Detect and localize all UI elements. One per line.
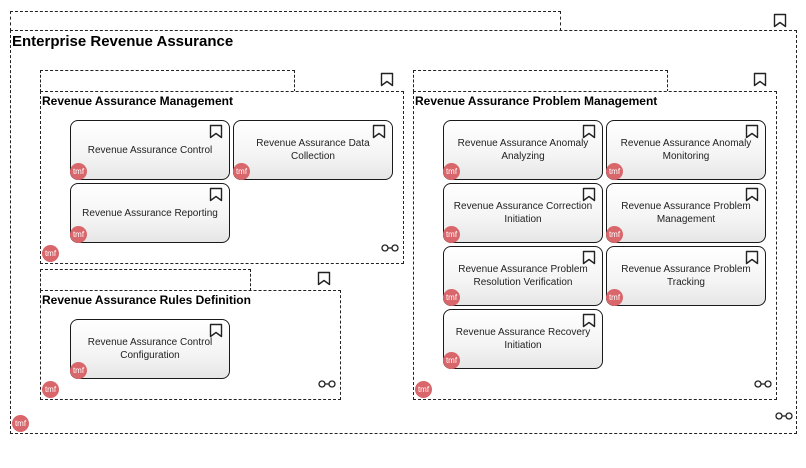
bookmark-icon [582, 187, 596, 207]
tmf-badge: tmf [233, 163, 250, 180]
problem-group-title: Revenue Assurance Problem Management [415, 94, 658, 108]
function-label: Revenue Assurance Reporting [82, 207, 218, 219]
bookmark-icon [372, 124, 386, 144]
function-control-configuration[interactable]: Revenue Assurance Control Configuration … [70, 319, 230, 379]
function-label: Revenue Assurance Anomaly Analyzing [457, 138, 589, 162]
function-control[interactable]: Revenue Assurance Control tmf [70, 120, 230, 180]
tmf-badge: tmf [42, 381, 59, 398]
tmf-badge: tmf [443, 352, 460, 369]
function-label: Revenue Assurance Recovery Initiation [455, 327, 591, 351]
rules-group-title: Revenue Assurance Rules Definition [42, 293, 251, 307]
bookmark-icon [317, 271, 331, 291]
function-recovery-initiation[interactable]: Revenue Assurance Recovery Initiation tm… [443, 309, 603, 369]
function-label: Revenue Assurance Anomaly Monitoring [620, 138, 752, 162]
function-problem-tracking[interactable]: Revenue Assurance Problem Tracking tmf [606, 246, 766, 306]
tmf-badge: tmf [443, 289, 460, 306]
function-label: Revenue Assurance Data Collection [256, 138, 370, 162]
enterprise-group-title: Enterprise Revenue Assurance [12, 33, 234, 50]
bookmark-icon [582, 124, 596, 144]
chain-link-icon [775, 407, 793, 425]
tmf-badge: tmf [606, 226, 623, 243]
tmf-badge: tmf [606, 163, 623, 180]
bookmark-icon [209, 323, 223, 343]
tmf-badge: tmf [415, 381, 432, 398]
function-label: Revenue Assurance Problem Tracking [621, 264, 751, 288]
tmf-badge: tmf [443, 163, 460, 180]
bookmark-icon [582, 313, 596, 333]
rules-group-tab [40, 269, 251, 291]
function-label: Revenue Assurance Control Configuration [87, 337, 213, 361]
function-anomaly-monitoring[interactable]: Revenue Assurance Anomaly Monitoring tmf [606, 120, 766, 180]
chain-link-icon [381, 239, 399, 257]
tmf-badge: tmf [443, 226, 460, 243]
function-problem-resolution-verification[interactable]: Revenue Assurance Problem Resolution Ver… [443, 246, 603, 306]
bookmark-icon [745, 187, 759, 207]
function-data-collection[interactable]: Revenue Assurance Data Collection tmf [233, 120, 393, 180]
management-group-title: Revenue Assurance Management [42, 94, 233, 108]
management-group-tab [40, 70, 295, 92]
function-problem-management[interactable]: Revenue Assurance Problem Management tmf [606, 183, 766, 243]
bookmark-icon [209, 187, 223, 207]
function-correction-initiation[interactable]: Revenue Assurance Correction Initiation … [443, 183, 603, 243]
bookmark-icon [380, 72, 394, 92]
tmf-badge: tmf [70, 163, 87, 180]
bookmark-icon [773, 13, 787, 33]
bookmark-icon [753, 72, 767, 92]
bookmark-icon [745, 124, 759, 144]
function-label: Revenue Assurance Problem Resolution Ver… [458, 264, 588, 288]
problem-group-tab [413, 70, 668, 92]
function-reporting[interactable]: Revenue Assurance Reporting tmf [70, 183, 230, 243]
bookmark-icon [745, 250, 759, 270]
tmf-badge: tmf [12, 415, 29, 432]
bookmark-icon [582, 250, 596, 270]
function-label: Revenue Assurance Control [87, 144, 213, 156]
tmf-badge: tmf [70, 362, 87, 379]
bookmark-icon [209, 124, 223, 144]
function-label: Revenue Assurance Correction Initiation [453, 201, 593, 225]
chain-link-icon [754, 375, 772, 393]
function-anomaly-analyzing[interactable]: Revenue Assurance Anomaly Analyzing tmf [443, 120, 603, 180]
function-label: Revenue Assurance Problem Management [621, 201, 751, 225]
tmf-badge: tmf [42, 245, 59, 262]
tmf-badge: tmf [70, 226, 87, 243]
chain-link-icon [318, 375, 336, 393]
enterprise-group-tab [10, 11, 561, 31]
tmf-badge: tmf [606, 289, 623, 306]
